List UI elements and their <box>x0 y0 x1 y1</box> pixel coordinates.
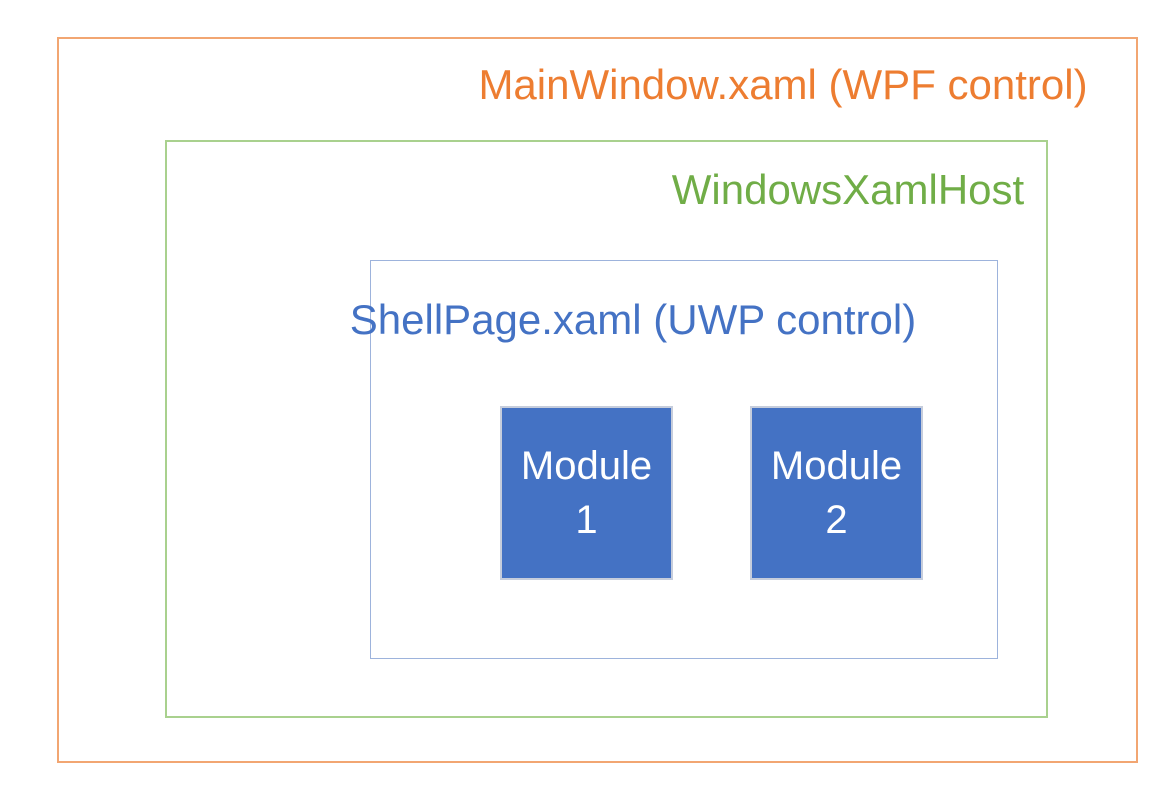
shellpage-uwp-label: ShellPage.xaml (UWP control) <box>349 296 917 343</box>
shellpage-uwp-box <box>370 260 998 659</box>
windows-xaml-host-label: WindowsXamlHost <box>671 166 1025 213</box>
module-2-box: Module 2 <box>750 406 923 580</box>
mainwindow-wpf-label: MainWindow.xaml (WPF control) <box>478 61 1088 108</box>
module-2-name: Module <box>770 444 903 488</box>
mainwindow-wpf-box <box>57 37 1138 763</box>
module-2-number: 2 <box>825 498 848 542</box>
module-1-name: Module <box>520 444 653 488</box>
module-1-box: Module 1 <box>500 406 673 580</box>
module-1-number: 1 <box>575 498 598 542</box>
windows-xaml-host-box <box>165 140 1048 718</box>
